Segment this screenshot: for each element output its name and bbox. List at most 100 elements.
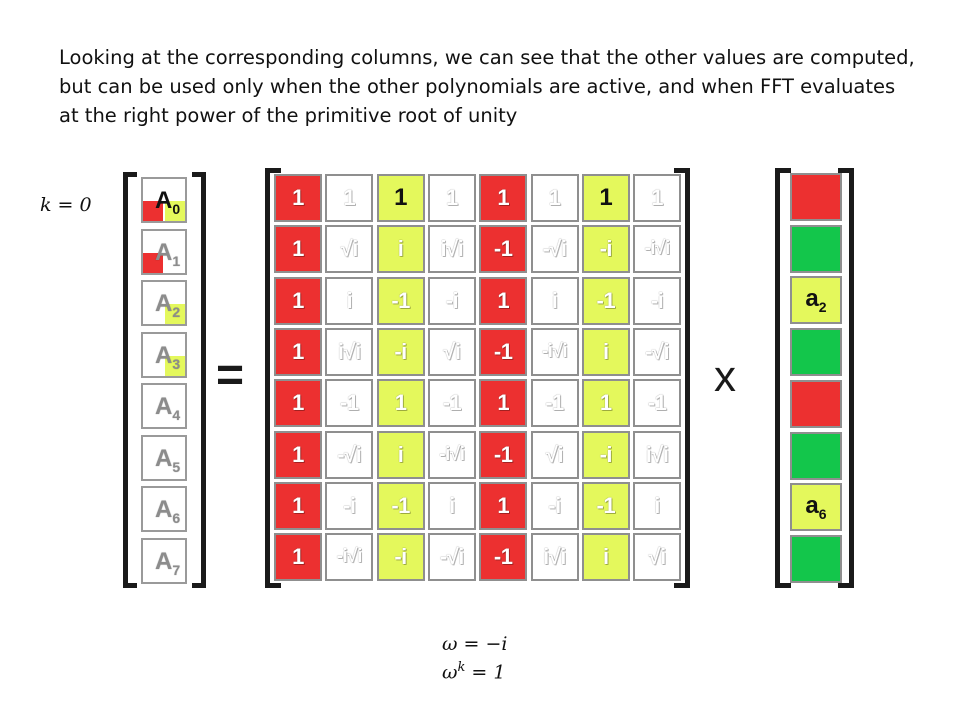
a-vector-cell: A1 <box>141 228 187 275</box>
matrix-cell: √i <box>325 225 374 274</box>
matrix-cell: 1 <box>274 276 322 325</box>
coeff-vector-right-bracket <box>838 168 854 588</box>
a-cell-subscript: 4 <box>172 407 181 423</box>
matrix-cell: 1 <box>274 327 322 376</box>
matrix-cell: i <box>581 327 630 376</box>
matrix-cell: -1 <box>479 533 528 582</box>
matrix-cell: -i <box>376 533 425 582</box>
matrix-cell: -√i <box>427 533 476 582</box>
omega-power-exponent: k <box>457 660 466 675</box>
a-cell-label: A1 <box>155 238 181 269</box>
matrix-cell: 1 <box>274 174 322 222</box>
matrix-cell: i√i <box>633 430 682 479</box>
coefficient-cell <box>790 328 842 377</box>
matrix-cell: -i√i <box>530 327 579 376</box>
coefficient-cell <box>790 431 842 480</box>
a-vector-cell: A0 <box>141 177 187 223</box>
matrix-cell: √i <box>427 327 476 376</box>
coefficient-cell <box>790 534 842 583</box>
matrix-left-bracket <box>265 168 281 588</box>
a-cell-subscript: 1 <box>172 252 181 269</box>
coefficient-cell <box>790 379 842 428</box>
coeff-vector-left-bracket <box>775 168 791 588</box>
matrix-cell: -i√i <box>325 533 374 582</box>
matrix-cell: -i <box>633 276 682 325</box>
matrix-cell: i <box>530 276 579 325</box>
matrix-cell: -i <box>376 327 425 376</box>
matrix-cell: -i√i <box>427 430 476 479</box>
a-cell-swatch <box>143 252 163 273</box>
a-vector-cell: A5 <box>141 434 187 481</box>
matrix-cell: √i <box>530 430 579 479</box>
omega-power-rest: = 1 <box>465 661 506 684</box>
matrix-cell: 1 <box>274 430 322 479</box>
matrix-cell: -1 <box>479 430 528 479</box>
matrix-cell: -1 <box>633 379 682 428</box>
a-vector-cell: A2 <box>141 280 187 326</box>
matrix-cell: -1 <box>581 481 630 530</box>
a-cell-label: A4 <box>155 393 181 423</box>
a-vector-cell: A6 <box>141 486 187 532</box>
equals-sign: = <box>216 349 245 402</box>
matrix-cell: 1 <box>274 533 322 582</box>
matrix-cell: 1 <box>479 174 528 222</box>
matrix-cell: i <box>376 225 425 274</box>
matrix-cell: -i <box>530 481 579 530</box>
matrix-cell: 1 <box>325 174 374 222</box>
a-vector-cell: A7 <box>141 537 187 584</box>
matrix-cell: -1 <box>479 225 528 274</box>
a-cell-label: A6 <box>155 496 181 526</box>
a-vector-cell: A3 <box>141 331 187 378</box>
matrix-cell: -1 <box>325 379 374 428</box>
matrix-cell: i√i <box>530 533 579 582</box>
matrix-cell: 1 <box>581 174 630 222</box>
coefficient-cell: a2 <box>790 276 842 325</box>
matrix-cell: -i <box>581 430 630 479</box>
matrix-cell: 1 <box>479 481 528 530</box>
matrix-cell: 1 <box>274 379 322 428</box>
matrix-cell: 1 <box>427 174 476 222</box>
matrix-cell: 1 <box>633 174 682 222</box>
a-cell-subscript: 5 <box>172 458 181 475</box>
matrix-cell: 1 <box>376 379 425 428</box>
matrix-cell: i <box>633 481 682 530</box>
matrix-cell: -1 <box>376 276 425 325</box>
matrix-cell: -1 <box>530 379 579 428</box>
matrix-cell: 1 <box>530 174 579 222</box>
matrix-cell: -√i <box>530 225 579 274</box>
a-cell-subscript: 0 <box>172 201 181 217</box>
a-cell-label: A7 <box>155 547 181 578</box>
coefficient-subscript: 2 <box>818 299 827 316</box>
matrix-cell: i <box>427 481 476 530</box>
matrix-cell: -1 <box>376 481 425 530</box>
matrix-cell: -i <box>427 276 476 325</box>
coefficient-subscript: 6 <box>818 506 827 523</box>
a-vector-right-bracket <box>192 172 206 588</box>
a-cell-swatch <box>165 201 185 221</box>
matrix-cell: i <box>325 276 374 325</box>
a-vector-left-bracket <box>123 172 137 588</box>
matrix-cell: -i√i <box>633 225 682 274</box>
coefficient-label: a6 <box>805 492 827 523</box>
matrix-cell: -√i <box>633 327 682 376</box>
matrix-cell: i <box>581 533 630 582</box>
a-cell-subscript: 3 <box>172 355 181 372</box>
matrix-cell: 1 <box>274 481 322 530</box>
matrix-cell: √i <box>633 533 682 582</box>
matrix-cell: 1 <box>274 225 322 274</box>
matrix-cell: -1 <box>581 276 630 325</box>
matrix-cell: 1 <box>479 379 528 428</box>
a-cell-label: A5 <box>155 444 181 475</box>
matrix-cell: 1 <box>376 174 425 222</box>
coefficient-cell <box>790 173 842 221</box>
k-expression: k = 0 <box>40 194 92 216</box>
matrix-cell: -i <box>325 481 374 530</box>
matrix-cell: 1 <box>581 379 630 428</box>
a-vector-cell: A4 <box>141 383 187 429</box>
matrix-cell: -√i <box>325 430 374 479</box>
omega-power-expression: ωk = 1 <box>442 660 506 684</box>
a-cell-subscript: 2 <box>172 304 181 320</box>
matrix-cell: i√i <box>325 327 374 376</box>
a-cell-label: A3 <box>155 341 181 372</box>
caption-text: Looking at the corresponding columns, we… <box>59 46 915 127</box>
